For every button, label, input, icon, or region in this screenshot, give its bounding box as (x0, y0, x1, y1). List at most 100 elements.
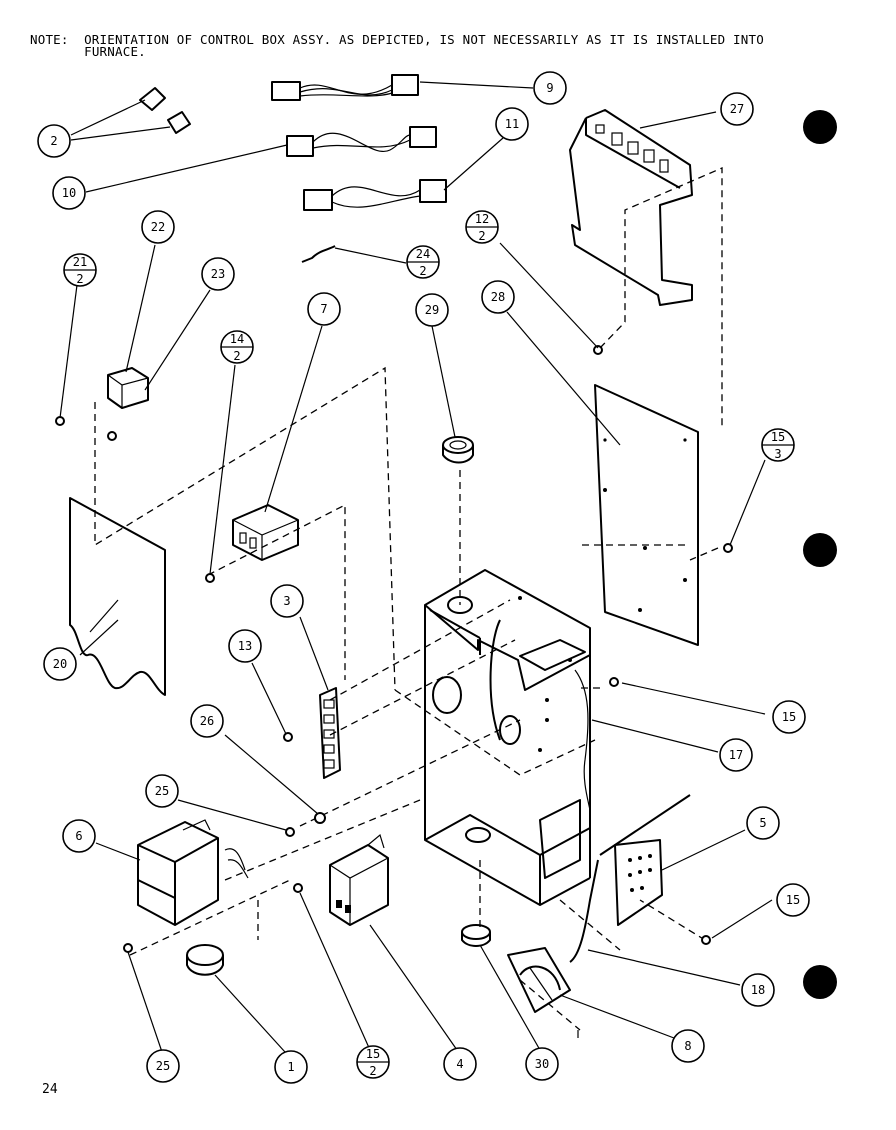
svg-text:15: 15 (366, 1047, 380, 1061)
screw-25-top (285, 827, 295, 837)
svg-text:23: 23 (211, 267, 225, 281)
svg-text:25: 25 (155, 784, 169, 798)
wire-harness-9 (271, 74, 419, 101)
orientation-note: NOTE: ORIENTATION OF CONTROL BOX ASSY. A… (30, 32, 764, 59)
limit-switch-8 (507, 947, 579, 1038)
screw-25-bottom (123, 943, 133, 953)
screw-15-bottom-right (701, 935, 711, 945)
terminal-strip-3 (319, 687, 341, 779)
circuit-board-5 (614, 839, 663, 926)
callout-14-qty-2: 14 2 (220, 330, 254, 364)
wire-harness-11 (303, 179, 447, 211)
svg-text:8: 8 (684, 1039, 691, 1053)
svg-text:17: 17 (729, 748, 743, 762)
grommet-29 (442, 436, 474, 464)
binder-hole-middle (803, 533, 837, 567)
leader-lines (59, 81, 773, 1053)
svg-text:1: 1 (287, 1060, 294, 1074)
svg-text:21: 21 (73, 255, 87, 269)
svg-text:27: 27 (730, 102, 744, 116)
binder-hole-bottom (803, 965, 837, 999)
binder-hole-top (803, 110, 837, 144)
screws (55, 345, 733, 953)
callout-23: 23 (201, 257, 235, 291)
svg-text:15: 15 (786, 893, 800, 907)
svg-text:26: 26 (200, 714, 214, 728)
callout-27: 27 (720, 92, 754, 126)
callout-10: 10 (52, 176, 86, 210)
callout-30: 30 (525, 1047, 559, 1081)
callout-5: 5 (746, 806, 780, 840)
svg-text:14: 14 (230, 332, 244, 346)
svg-text:2: 2 (50, 134, 57, 148)
svg-text:6: 6 (75, 829, 82, 843)
wire-harness-10 (286, 126, 437, 157)
callout-13: 13 (228, 629, 262, 663)
svg-text:2: 2 (233, 349, 240, 363)
callout-9: 9 (533, 71, 567, 105)
assembly-dashed-lines (94, 167, 723, 1031)
svg-text:7: 7 (320, 302, 327, 316)
callout-29: 29 (415, 293, 449, 327)
svg-text:24: 24 (416, 247, 430, 261)
svg-text:18: 18 (751, 983, 765, 997)
callout-20: 20 (43, 647, 77, 681)
screw-26 (314, 812, 326, 824)
bushing-1 (186, 944, 224, 976)
svg-text:13: 13 (238, 639, 252, 653)
callout-8: 8 (671, 1029, 705, 1063)
callout-7: 7 (307, 292, 341, 326)
callout-3: 3 (270, 584, 304, 618)
callout-15-qty-2: 15 2 (356, 1045, 390, 1079)
callout-26: 26 (190, 704, 224, 738)
screw-14 (205, 573, 215, 583)
svg-text:11: 11 (505, 117, 519, 131)
svg-text:15: 15 (771, 430, 785, 444)
svg-text:15: 15 (782, 710, 796, 724)
screw-23 (107, 431, 117, 441)
screw-21 (55, 416, 65, 426)
callouts: 2 9 10 11 27 22 23 7 29 28 3 13 20 26 15… (37, 71, 810, 1084)
callout-4: 4 (443, 1047, 477, 1081)
callout-2: 2 (37, 124, 71, 158)
svg-text:20: 20 (53, 657, 67, 671)
jumper-wire-24 (301, 245, 336, 263)
screw-12 (593, 345, 603, 355)
svg-text:5: 5 (759, 816, 766, 830)
callout-17: 17 (719, 738, 753, 772)
callout-22: 22 (141, 210, 175, 244)
transformer-6 (137, 819, 249, 926)
cover-plate-28 (594, 384, 699, 646)
svg-text:10: 10 (62, 186, 76, 200)
svg-text:28: 28 (491, 290, 505, 304)
svg-text:12: 12 (475, 212, 489, 226)
svg-text:3: 3 (283, 594, 290, 608)
svg-text:2: 2 (478, 229, 485, 243)
screw-13 (283, 732, 293, 742)
quantity-callouts: 12 2 24 2 21 2 14 2 (63, 210, 795, 1079)
relay-7 (232, 504, 299, 561)
screw-15-mid (609, 677, 619, 687)
callout-1: 1 (274, 1050, 308, 1084)
screw-15-right (723, 543, 733, 553)
callout-21-qty-2: 21 2 (63, 253, 97, 287)
svg-text:2: 2 (76, 272, 83, 286)
page-number: 24 (42, 1082, 58, 1097)
callout-24-qty-2: 24 2 (406, 245, 440, 279)
callout-6: 6 (62, 819, 96, 853)
sensor-rod-18 (569, 794, 691, 963)
callout-15-mid: 15 (772, 700, 806, 734)
svg-text:9: 9 (546, 81, 553, 95)
svg-text:25: 25 (156, 1059, 170, 1073)
screw-15-lower (293, 883, 303, 893)
callout-12-qty-2: 12 2 (465, 210, 499, 244)
relay-4 (329, 833, 389, 926)
svg-text:29: 29 (425, 303, 439, 317)
wire-nut-caps-2 (139, 87, 191, 134)
callout-18: 18 (741, 973, 775, 1007)
callout-28: 28 (481, 280, 515, 314)
svg-text:30: 30 (535, 1057, 549, 1071)
svg-text:4: 4 (456, 1057, 463, 1071)
svg-text:2: 2 (369, 1064, 376, 1078)
